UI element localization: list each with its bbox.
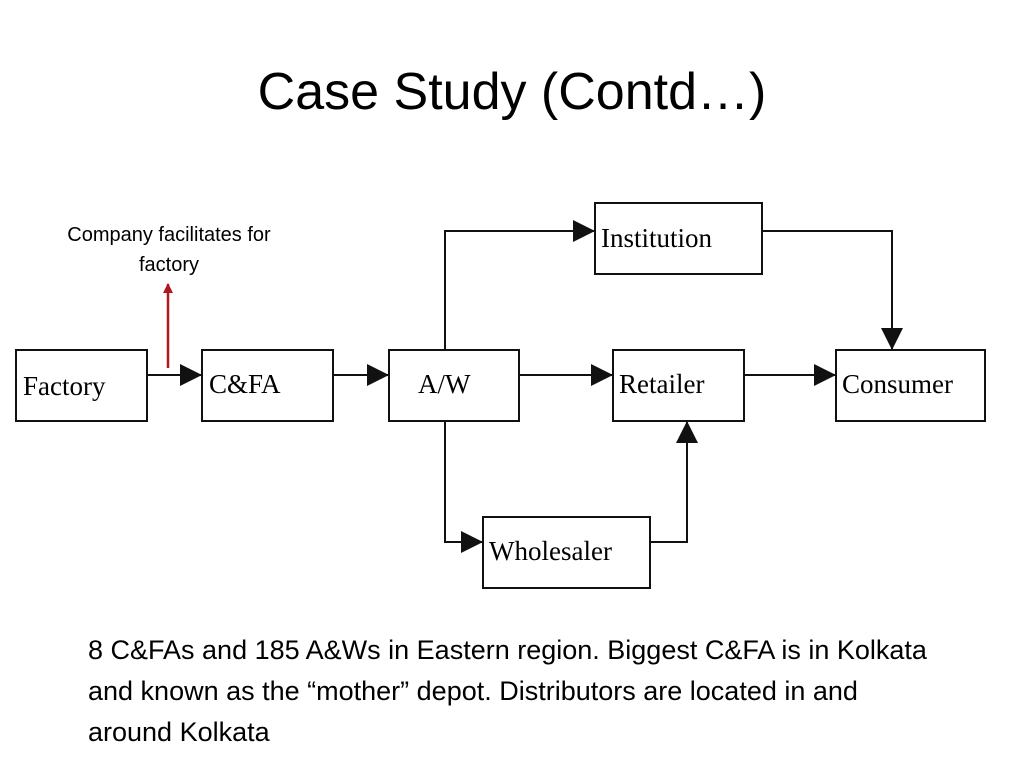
edge-wholesaler-retailer <box>651 421 698 543</box>
node-consumer: Consumer <box>835 349 986 422</box>
node-retailer: Retailer <box>612 349 745 422</box>
node-retailer-label: Retailer <box>619 369 704 399</box>
slide-title: Case Study (Contd…) <box>257 63 767 121</box>
edge-institution-consumer <box>762 230 903 350</box>
node-consumer-label: Consumer <box>842 369 953 399</box>
node-factory: Factory <box>15 349 148 422</box>
node-aw-label: A/W <box>418 369 471 399</box>
node-institution: Institution <box>594 202 763 275</box>
node-aw: A/W <box>388 349 520 422</box>
node-cfa-label: C&FA <box>209 369 281 399</box>
edge-aw-institution <box>444 220 595 350</box>
body-paragraph: 8 C&FAs and 185 A&Ws in Eastern region. … <box>88 635 927 747</box>
node-institution-label: Institution <box>601 223 713 253</box>
edge-aw-wholesaler <box>444 421 483 553</box>
annotation-note: Company facilitates for factory <box>67 224 271 276</box>
node-factory-label: Factory <box>23 371 106 401</box>
node-wholesaler-label: Wholesaler <box>489 536 612 566</box>
node-wholesaler: Wholesaler <box>482 516 651 589</box>
node-cfa: C&FA <box>201 349 334 422</box>
